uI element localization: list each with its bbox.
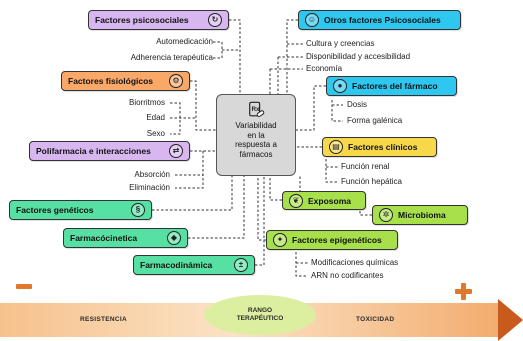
connector-clin-sub	[325, 159, 338, 183]
box-factores-psicosociales: Factores psicosociales ↻	[88, 10, 229, 30]
connector-epigeneticos	[257, 176, 266, 241]
gear-icon: ⚙	[169, 74, 183, 88]
box-otros-factores-psicosociales-label: Otros factores Psicosociales	[324, 15, 441, 25]
scale-label-resistencia: RESISTENCIA	[80, 316, 128, 323]
subitem-cultura-creencias: Cultura y creencias	[306, 39, 375, 48]
box-factores-clinicos: ▤ Factores clínicos	[322, 137, 437, 157]
bacteria-icon: ✲	[379, 208, 393, 222]
connector-farmaco-sub	[331, 100, 343, 122]
subitem-sexo: Sexo	[146, 129, 165, 138]
prescription-pill-icon: Rx	[249, 101, 265, 117]
pills-interaction-icon: ⇄	[169, 144, 183, 158]
box-polifarmacia-interacciones-label: Polifarmacia e interacciones	[36, 146, 151, 156]
box-factores-geneticos-label: Factores genéticos	[16, 205, 94, 215]
subitem-absorcion: Absorción	[134, 170, 170, 179]
scale-label-toxicidad: TOXICIDAD	[356, 316, 395, 323]
connector-farmacocinetica	[188, 176, 245, 239]
box-factores-del-farmaco: ● Factores del fármaco	[326, 76, 457, 96]
subitem-adherencia-terapeutica: Adherencia terapéutica	[130, 53, 213, 62]
box-polifarmacia-interacciones: Polifarmacia e interacciones ⇄	[29, 141, 190, 161]
box-factores-epigeneticos-label: Factores epigenéticos	[292, 235, 382, 245]
dna-icon: §	[131, 203, 145, 217]
subitem-biorritmos: Biorritmos	[128, 98, 165, 107]
subitem-economia: Economía	[306, 64, 343, 73]
plus-icon	[455, 283, 472, 300]
subitem-funcion-hepatica: Función hepática	[341, 177, 402, 186]
subitem-automedicacion: Automedicación	[156, 37, 213, 46]
scale-label-rango-terapeutico: RANGO TERAPÉUTICO	[236, 307, 284, 322]
subitem-modificaciones-quimicas: Modificaciones químicas	[311, 258, 399, 267]
connector-geneticos	[152, 176, 233, 211]
connector-epi-sub	[295, 252, 308, 277]
box-factores-fisiologicos-label: Factores fisiológicos	[68, 76, 154, 86]
box-farmacodinamica: Farmacodinámica ±	[133, 255, 255, 275]
connector-farmacodinamica	[255, 176, 265, 266]
clipboard-icon: ▤	[329, 140, 343, 154]
therapeutic-range-ellipse: RANGO TERAPÉUTICO	[204, 295, 316, 335]
subitem-funcion-renal: Función renal	[341, 162, 390, 171]
connector-psicosociales-sub	[213, 41, 223, 59]
box-exposoma-label: Exposoma	[308, 195, 351, 206]
box-factores-del-farmaco-label: Factores del fármaco	[352, 81, 438, 91]
epigenetic-icon: ✦	[273, 233, 287, 247]
box-microbioma: ✲ Microbioma	[372, 205, 468, 225]
box-exposoma: ❦ Exposoma	[282, 191, 366, 210]
connector-fisio-sub	[170, 102, 181, 135]
refresh-icon: ↻	[208, 13, 222, 27]
connector-fisiologicos	[190, 80, 216, 131]
box-farmacocinetica-label: Farmacócinetica	[70, 233, 138, 243]
box-otros-factores-psicosociales: ☺ Otros factores Psicosociales	[298, 10, 461, 30]
box-farmacocinetica: Farmacócinetica ◆	[63, 228, 188, 248]
connector-poli-sub	[175, 151, 204, 189]
leaf-icon: ❦	[289, 193, 303, 208]
subitem-disponibilidad-accesibilidad: Disponibilidad y accesibilidad	[306, 52, 411, 61]
box-factores-fisiologicos: Factores fisiológicos ⚙	[61, 71, 190, 91]
svg-text:Rx: Rx	[252, 106, 261, 113]
subitem-dosis: Dosis	[347, 100, 368, 109]
box-microbioma-label: Microbioma	[398, 210, 446, 220]
central-concept-box: Rx Variabilidad en la respuesta a fármac…	[216, 94, 296, 176]
pills-icon: ●	[333, 79, 347, 93]
box-factores-psicosociales-label: Factores psicosociales	[95, 15, 189, 25]
central-concept-text: Variabilidad en la respuesta a fármacos	[235, 121, 277, 159]
subitem-arn-no-codificantes: ARN no codificantes	[311, 271, 384, 280]
subitem-eliminacion: Eliminación	[129, 183, 170, 192]
plus-minus-pill-icon: ±	[234, 258, 248, 272]
box-factores-epigeneticos: ✦ Factores epigenéticos	[266, 230, 398, 250]
subitem-edad: Edad	[146, 113, 165, 122]
connector-exposoma	[269, 176, 282, 201]
people-icon: ☺	[305, 13, 319, 27]
connector-otros	[286, 19, 298, 94]
subitem-forma-galenica: Forma galénica	[347, 116, 403, 125]
connector-psicosociales	[229, 19, 241, 94]
box-factores-geneticos: Factores genéticos §	[9, 200, 152, 220]
box-farmacodinamica-label: Farmacodinámica	[140, 260, 213, 270]
box-factores-clinicos-label: Factores clínicos	[348, 142, 418, 152]
pill-box-icon: ◆	[167, 231, 181, 245]
minus-icon	[16, 284, 32, 289]
connector-farmaco	[296, 85, 326, 131]
